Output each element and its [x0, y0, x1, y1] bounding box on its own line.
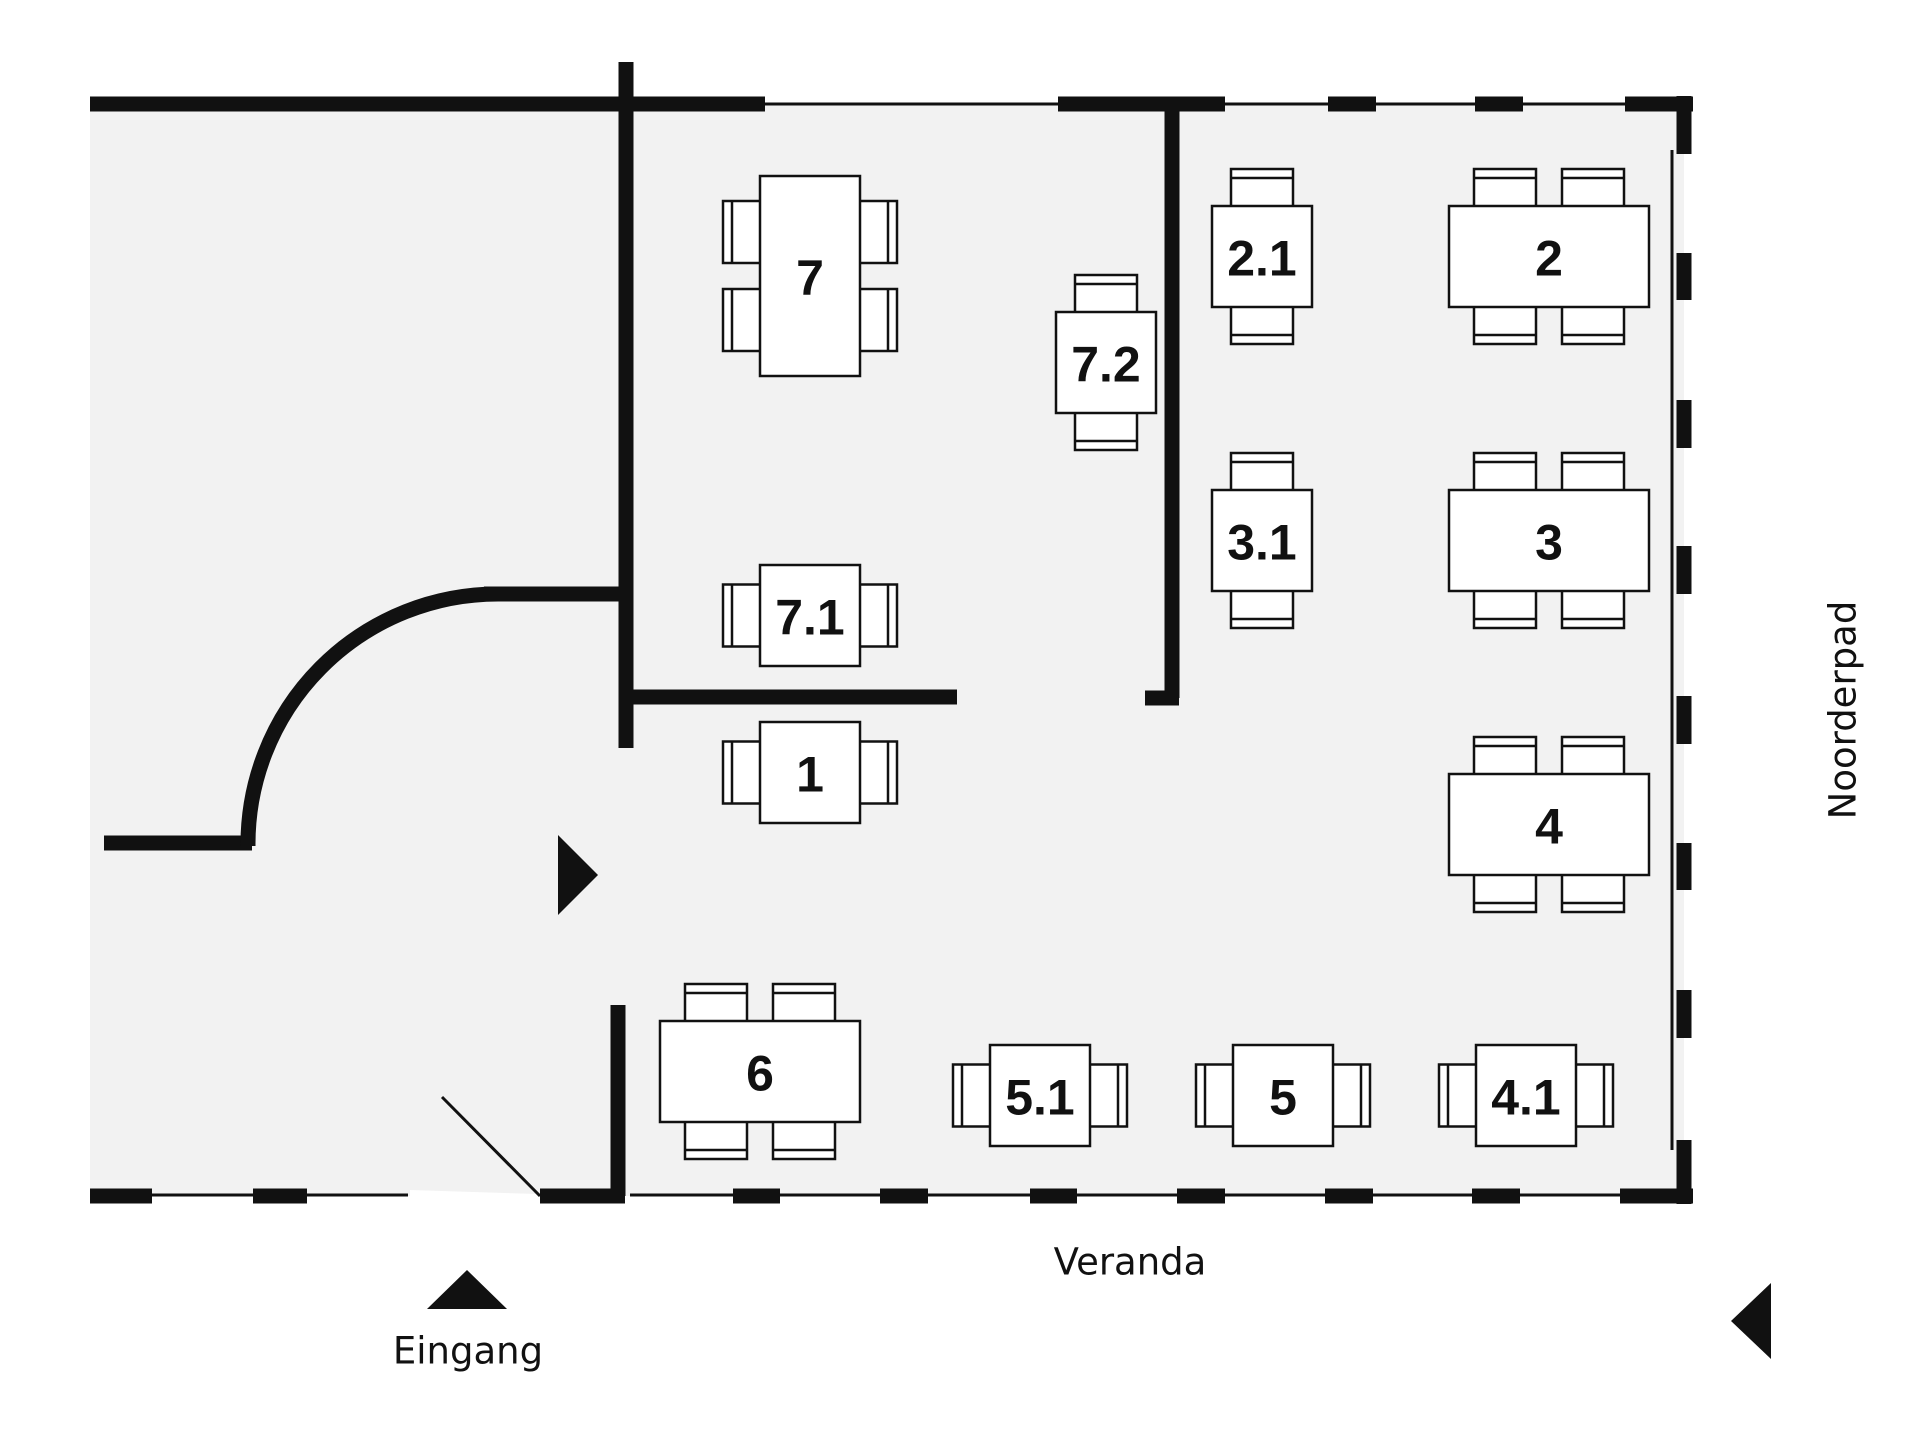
chair [951, 1063, 993, 1128]
table-number: 7.1 [775, 590, 845, 646]
table-top [1447, 772, 1651, 877]
table-5[interactable]: 5 [1194, 1043, 1372, 1148]
table-number: 7 [796, 250, 824, 306]
chair [721, 287, 763, 353]
table-top [658, 1019, 862, 1124]
table-top [1210, 204, 1314, 309]
table-number: 3 [1535, 515, 1563, 571]
table-top [1474, 1043, 1578, 1148]
table-top [1231, 1043, 1335, 1148]
table-number: 6 [746, 1046, 774, 1102]
chair [683, 982, 749, 1024]
chair [857, 740, 899, 805]
interior-arrow-icon [558, 835, 598, 915]
chair [1229, 167, 1295, 209]
table-top [1447, 488, 1651, 593]
chair [771, 1119, 837, 1161]
table-top [758, 720, 862, 825]
table-top [1210, 488, 1314, 593]
table-number: 2 [1535, 231, 1563, 287]
chair [1472, 735, 1538, 777]
chair [683, 1119, 749, 1161]
table-4[interactable]: 4 [1447, 735, 1651, 914]
chair [1560, 167, 1626, 209]
chair [1472, 451, 1538, 493]
entrance-arrow-icon [427, 1270, 507, 1309]
table-3[interactable]: 3 [1447, 451, 1651, 630]
chair [1560, 304, 1626, 346]
table-number: 4 [1535, 799, 1563, 855]
walls [90, 62, 1693, 1204]
tables-layer: 7 7.2 7.1 1 2.1 2 3.1 3 4 6 5.1 5 4.1 [658, 167, 1651, 1161]
table-7[interactable]: 7 [721, 174, 899, 378]
table-number: 5.1 [1005, 1070, 1075, 1126]
entrance-label: Eingang [393, 1330, 543, 1373]
noorderpad-label: Noorderpad [1822, 601, 1865, 820]
table-top [758, 563, 862, 668]
table-number: 7.2 [1071, 337, 1141, 393]
chair [1194, 1063, 1236, 1128]
chair [1560, 451, 1626, 493]
chair [771, 982, 837, 1024]
veranda-label: Veranda [1054, 1241, 1207, 1284]
table-1[interactable]: 1 [721, 720, 899, 825]
table-number: 4.1 [1491, 1070, 1561, 1126]
path-arrow-icon [1731, 1283, 1771, 1359]
chair [1229, 304, 1295, 346]
chair [721, 583, 763, 648]
chair [1560, 588, 1626, 630]
chair [1573, 1063, 1615, 1128]
table-2-1[interactable]: 2.1 [1210, 167, 1314, 346]
chair [857, 199, 899, 265]
table-number: 5 [1269, 1070, 1297, 1126]
chair [1087, 1063, 1129, 1128]
chair [1472, 588, 1538, 630]
table-5-1[interactable]: 5.1 [951, 1043, 1129, 1148]
table-top [758, 174, 862, 378]
chair [1073, 410, 1139, 452]
entrance-area [410, 1190, 540, 1196]
chair [857, 583, 899, 648]
table-number: 2.1 [1227, 231, 1297, 287]
table-2[interactable]: 2 [1447, 167, 1651, 346]
table-top [988, 1043, 1092, 1148]
chair [1560, 735, 1626, 777]
chair [1330, 1063, 1372, 1128]
chair [857, 287, 899, 353]
chair [721, 740, 763, 805]
table-number: 1 [796, 747, 824, 803]
chair [721, 199, 763, 265]
chair [1073, 273, 1139, 315]
chair [1437, 1063, 1479, 1128]
chair [1472, 872, 1538, 914]
table-7-1[interactable]: 7.1 [721, 563, 899, 668]
chair [1472, 167, 1538, 209]
table-top [1054, 310, 1158, 415]
floor-area [90, 103, 1684, 1196]
table-6[interactable]: 6 [658, 982, 862, 1161]
table-top [1447, 204, 1651, 309]
entrance-door [440, 1095, 542, 1198]
table-7-2[interactable]: 7.2 [1054, 273, 1158, 452]
table-number: 3.1 [1227, 515, 1297, 571]
table-3-1[interactable]: 3.1 [1210, 451, 1314, 630]
chair [1229, 451, 1295, 493]
chair [1472, 304, 1538, 346]
table-4-1[interactable]: 4.1 [1437, 1043, 1615, 1148]
chair [1229, 588, 1295, 630]
chair [1560, 872, 1626, 914]
